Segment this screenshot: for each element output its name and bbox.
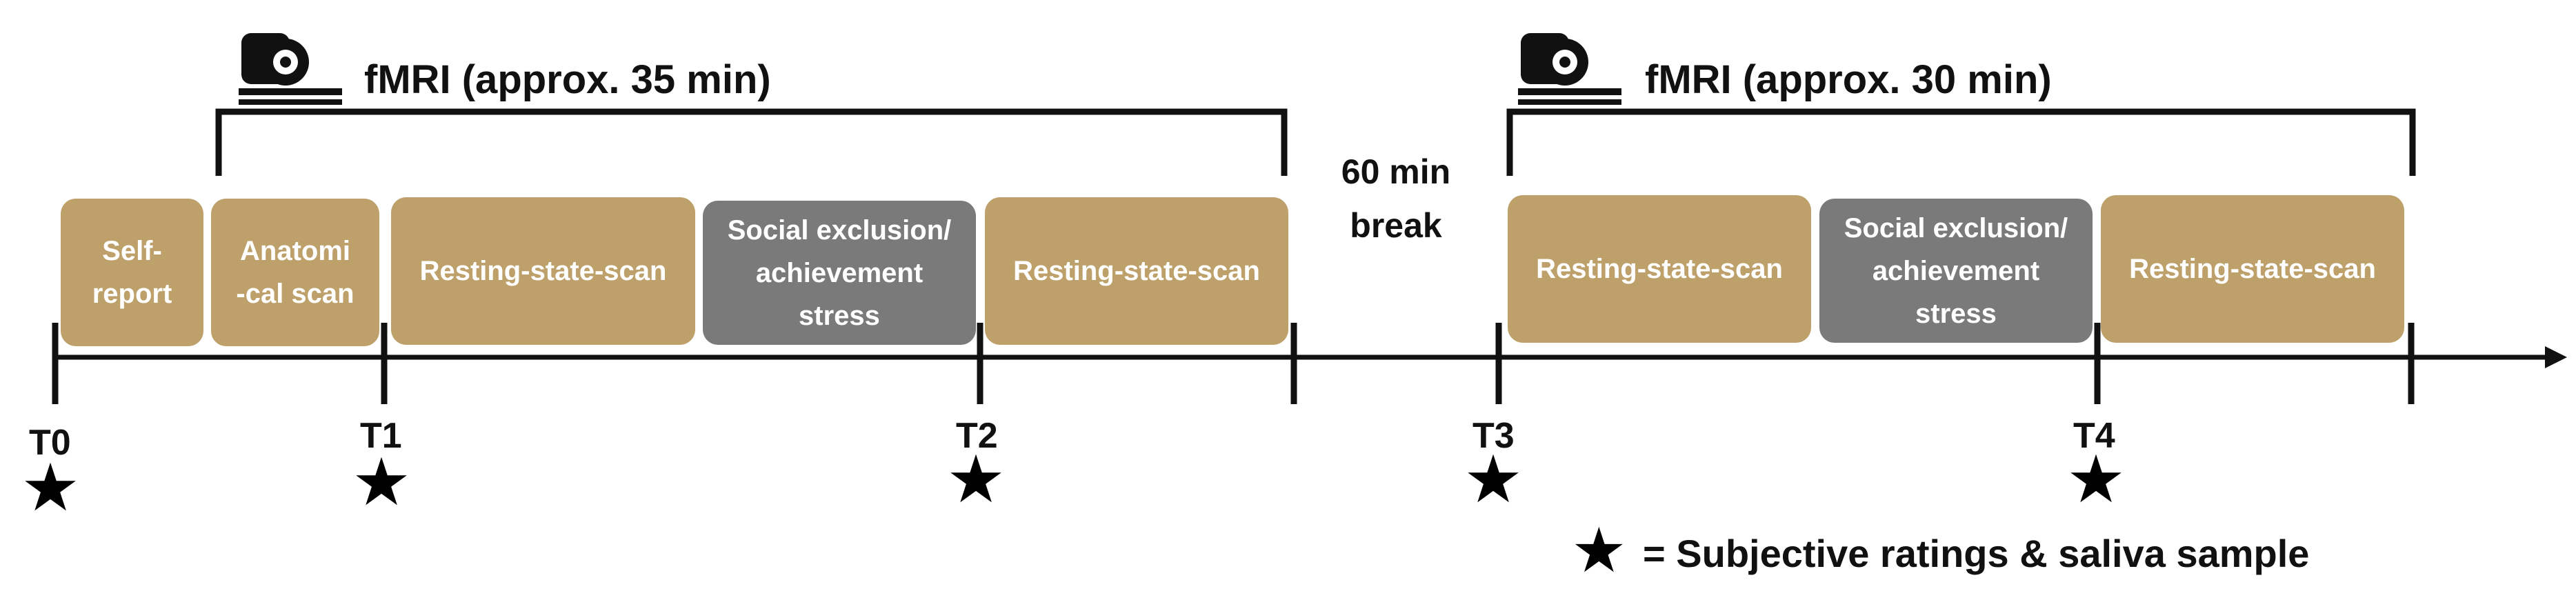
axis-arrowhead — [2545, 346, 2567, 368]
break-label: 60 min break — [1313, 145, 1479, 252]
block-resting-state-4: Resting-state-scan — [2101, 195, 2404, 343]
block-line: achievement — [1872, 255, 2040, 286]
block-line: Resting-state-scan — [1013, 256, 1260, 286]
timepoint-label-t3: T3 — [1472, 416, 1515, 456]
block-resting-state-1: Resting-state-scan — [391, 197, 695, 345]
block-line: Self- — [102, 236, 162, 266]
fmri-session-2-title: fMRI (approx. 30 min) — [1645, 57, 2052, 102]
block-line: achievement — [755, 257, 923, 288]
star-icon: ★ — [1571, 517, 1627, 586]
block-self-report: Self- report — [61, 199, 203, 346]
timepoint-label-t1: T1 — [360, 416, 402, 456]
block-line: -cal scan — [236, 279, 355, 309]
block-resting-state-3: Resting-state-scan — [1508, 195, 1811, 343]
mri-scanner-icon — [239, 33, 342, 105]
block-line: Resting-state-scan — [1536, 254, 1783, 284]
fmri-session-1-title: fMRI (approx. 35 min) — [364, 57, 771, 102]
block-resting-state-2: Resting-state-scan — [985, 197, 1288, 345]
break-label-line1: 60 min — [1341, 152, 1451, 191]
block-stress-2: Social exclusion/ achievement stress — [1819, 199, 2093, 343]
fmri-bracket-2 — [1506, 108, 2416, 176]
block-line: Anatomi — [240, 236, 350, 266]
block-line: stress — [799, 300, 880, 331]
block-anatomical-scan: Anatomi -cal scan — [211, 199, 379, 346]
star-icon: ★ — [21, 451, 81, 525]
block-line: Resting-state-scan — [2129, 254, 2376, 284]
timepoint-label-t4: T4 — [2073, 416, 2115, 456]
fmri-bracket-1 — [215, 108, 1288, 176]
block-line: report — [92, 279, 172, 309]
timepoint-label-t0: T0 — [29, 423, 71, 463]
legend-text: = Subjective ratings & saliva sample — [1643, 532, 2310, 575]
block-line: Social exclusion/ — [727, 214, 952, 246]
break-label-line2: break — [1350, 206, 1442, 245]
mri-scanner-icon — [1518, 33, 1621, 105]
star-icon: ★ — [2066, 443, 2126, 517]
block-line: Resting-state-scan — [419, 256, 667, 286]
star-icon: ★ — [352, 446, 412, 519]
block-line: Social exclusion/ — [1844, 212, 2068, 243]
block-line: stress — [1915, 298, 1997, 329]
star-icon: ★ — [946, 443, 1006, 517]
timepoint-label-t2: T2 — [956, 416, 998, 456]
block-stress-1: Social exclusion/ achievement stress — [703, 201, 976, 345]
star-icon: ★ — [1464, 443, 1524, 517]
